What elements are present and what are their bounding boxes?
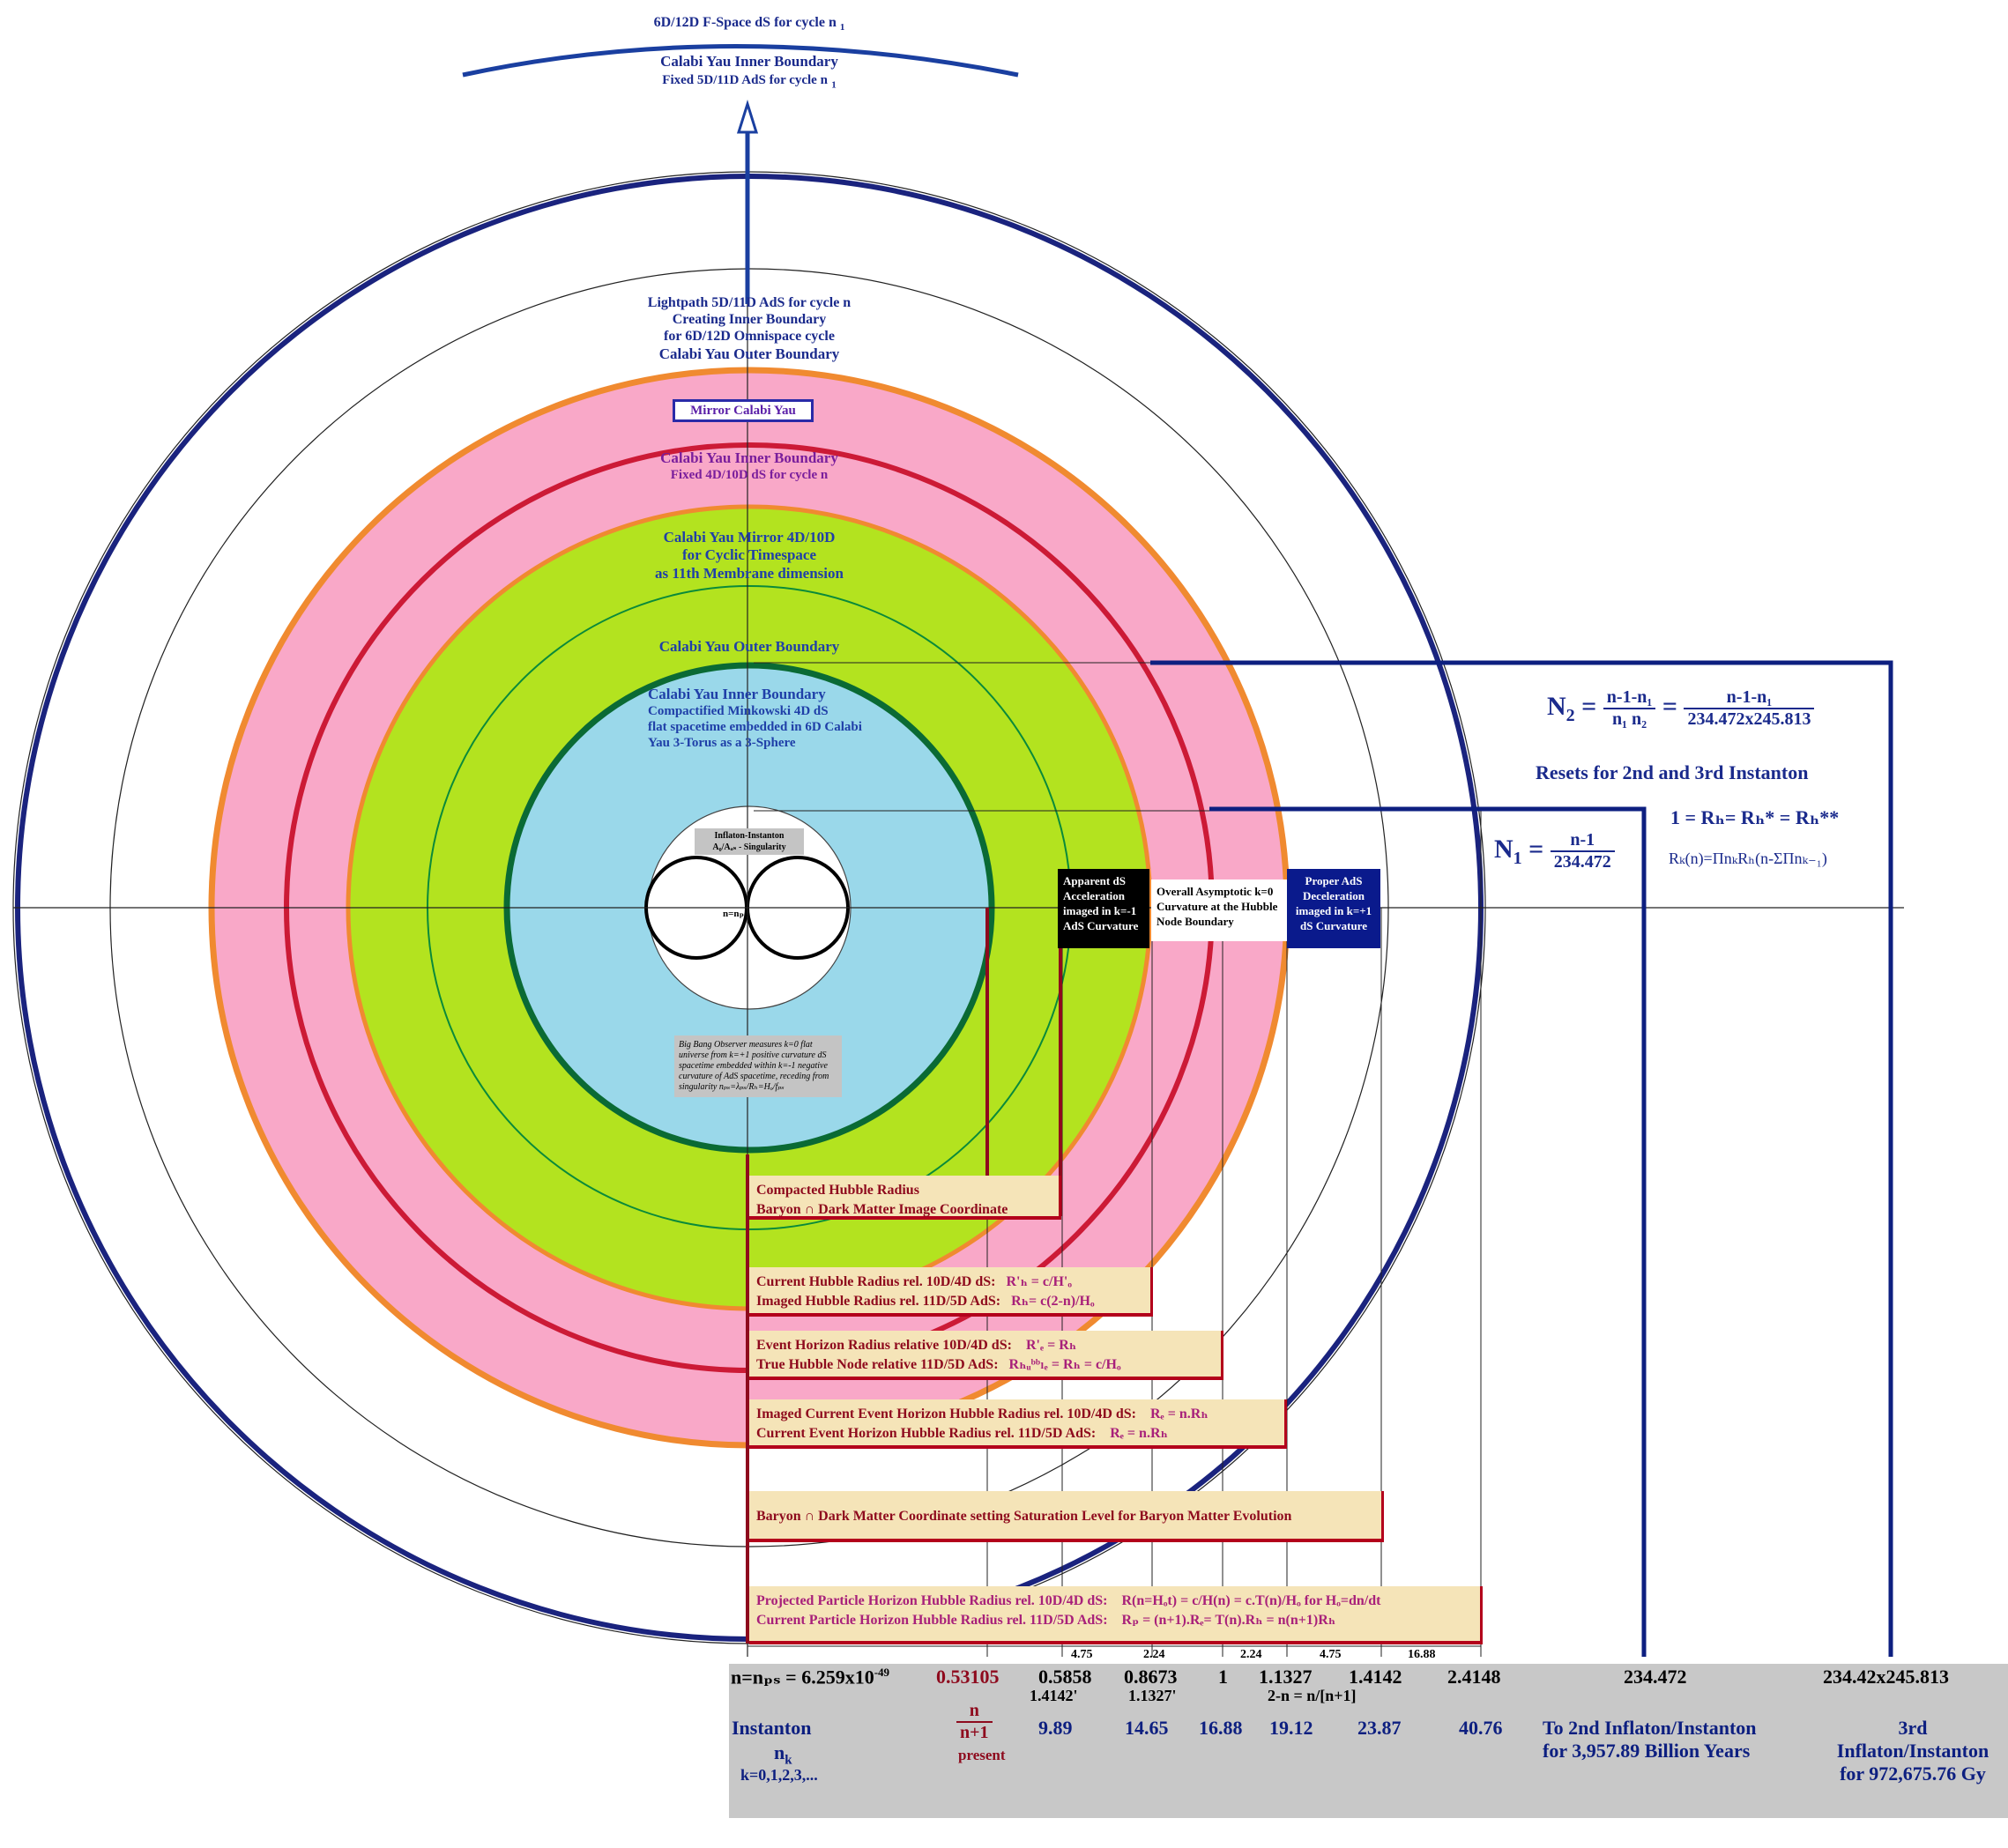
event-horizon-box: Event Horizon Radius relative 10D/4D dS:… [749,1331,1223,1380]
table-v3: 1 [1218,1666,1228,1688]
n-ps-value: n=nₚₛ = 6.259x10-49 [731,1666,890,1688]
third-instanton-label: 3rd Inflaton/Instanton for 972,675.76 Gy [1836,1717,1989,1785]
scale-value-3: 2.24 [1240,1648,1262,1661]
present-value: 0.53105 [936,1666,1000,1688]
scale-value-1: 4.75 [1071,1648,1093,1661]
current-hubble-box: Current Hubble Radius rel. 10D/4D dS: R'… [749,1267,1153,1317]
particle-horizon-box: Projected Particle Horizon Hubble Radius… [749,1586,1483,1644]
table-v1: 0.5858 [1038,1666,1092,1688]
proper-deceleration-box: Proper AdS Deceleration imaged in k=+1 d… [1287,869,1380,948]
compacted-hubble-box: Compacted Hubble Radius Baryon ∩ Dark Ma… [749,1176,1061,1220]
arrow-head [736,99,759,134]
fspace-label: 6D/12D F-Space dS for cycle n 1 [653,15,845,33]
table-v1b: 1.4142' [1030,1687,1078,1704]
pink-inner-boundary-label: Calabi Yau Inner Boundary Fixed 4D/10D d… [660,449,838,483]
baryon-saturation-box: Baryon ∩ Dark Matter Coordinate setting … [749,1491,1384,1542]
n-ps-center-label: n=nₚₛ [723,909,748,919]
table-v6: 2.4148 [1447,1666,1501,1688]
scale-value-2: 2.24 [1143,1648,1165,1661]
blue-inner-boundary-label: Calabi Yau Inner Boundary Compactified M… [648,686,862,751]
table-v8: 234.42x245.813 [1823,1666,1949,1688]
row2-v1: 9.89 [1038,1717,1073,1739]
scale-value-4: 4.75 [1320,1648,1342,1661]
present-label: present [958,1747,1006,1763]
row2-v6: 40.76 [1459,1717,1503,1739]
table-v45b: 2-n = n/[n+1] [1268,1687,1357,1704]
imaged-event-horizon-box: Imaged Current Event Horizon Hubble Radi… [749,1399,1287,1449]
scale-value-5: 16.88 [1408,1648,1436,1661]
table-v2: 0.8673 [1124,1666,1178,1688]
green-mirror-label: Calabi Yau Mirror 4D/10D for Cyclic Time… [655,529,844,582]
table-v7: 234.472 [1624,1666,1687,1688]
n2-bracket [1150,660,1893,1657]
mirror-calabi-yau-box: Mirror Calabi Yau [673,399,814,422]
row2-v4: 19.12 [1269,1717,1313,1739]
row2-v5: 23.87 [1357,1717,1402,1739]
apparent-acceleration-box: Apparent dS Acceleration imaged in k=-1 … [1058,869,1149,948]
n1-bracket [1209,806,1647,1657]
nk-label: nk [774,1741,792,1768]
big-bang-observer-note: Big Bang Observer measures k=0 flat univ… [674,1035,842,1097]
row2-v2: 14.65 [1125,1717,1169,1739]
resets-label: Resets for 2nd and 3rd Instanton [1536,761,1809,783]
bottom-table-bg [729,1664,2008,1818]
overall-curvature-box: Overall Asymptotic k=0 Curvature at the … [1151,879,1287,941]
rh-equation: 1 = Rₕ= Rₕ* = Rₕ** [1670,806,1840,828]
top-inner-boundary-label: Calabi Yau Inner Boundary Fixed 5D/11D A… [660,53,838,91]
table-v4: 1.1327 [1259,1666,1313,1688]
top-arc [462,44,1019,78]
instanton-label: Instanton [732,1717,812,1739]
table-v2b: 1.1327' [1128,1687,1177,1704]
green-outer-boundary-label: Calabi Yau Outer Boundary [658,638,840,655]
rk-formula: Rₖ(n)=ΠnₖRₕ(n-ΣΠnₖ₋₁) [1669,850,1827,867]
table-v5: 1.4142 [1349,1666,1402,1688]
row2-v3: 16.88 [1199,1717,1243,1739]
k-range-label: k=0,1,2,3,... [740,1766,818,1784]
second-instanton-label: To 2nd Inflaton/Instanton for 3,957.89 B… [1543,1717,1757,1762]
lightpath-label: Lightpath 5D/11D AdS for cycle n Creatin… [647,295,852,362]
singularity-label: Inflaton-Instanton A₀/Aₐₛ - Singularity [695,828,804,855]
